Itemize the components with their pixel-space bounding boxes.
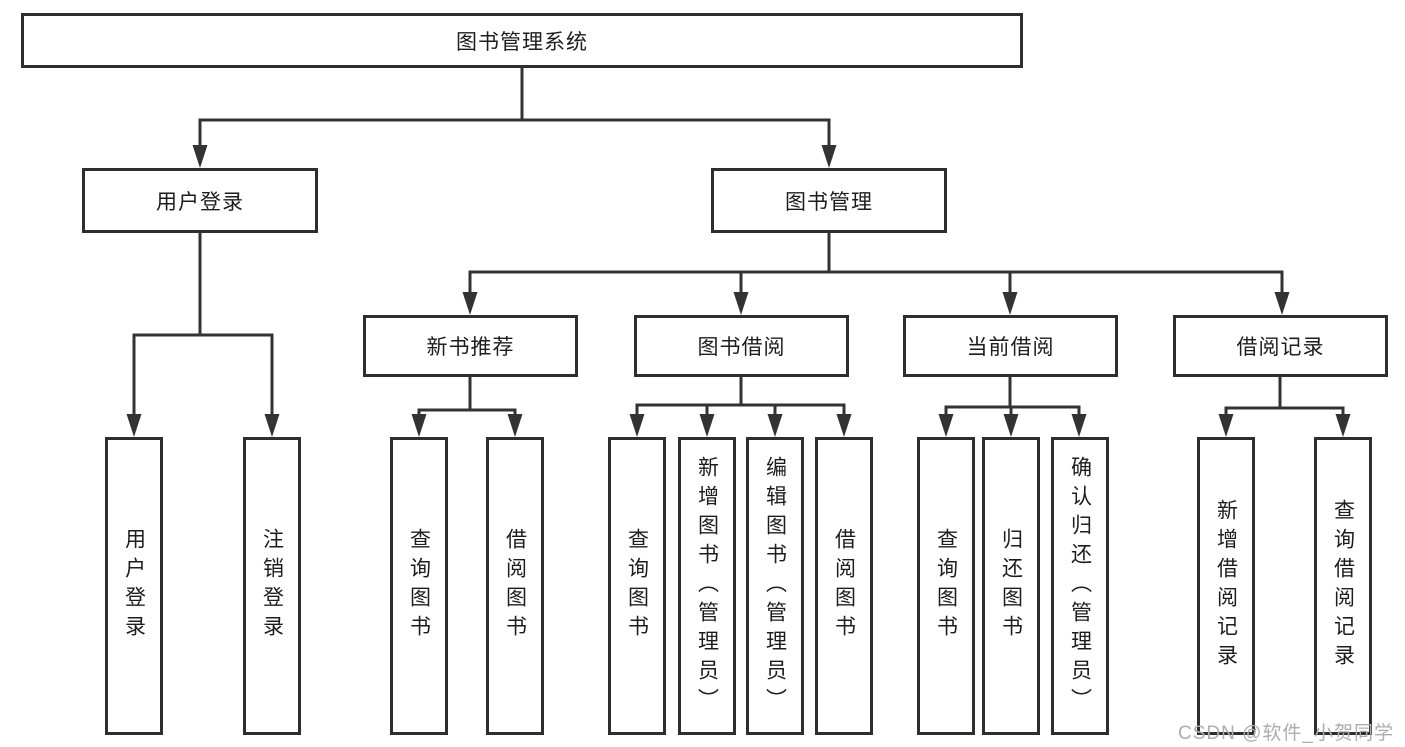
- arrowhead: [821, 145, 837, 168]
- arrowhead: [629, 414, 645, 437]
- node-label: 查询图书: [934, 528, 958, 644]
- node-label: 归还图书: [999, 528, 1023, 644]
- connector-user-login-children: [126, 231, 280, 437]
- connector-book-management-children: [462, 231, 1290, 315]
- node-label: 用户登录: [156, 190, 244, 214]
- node-label: 图书管理系统: [456, 30, 588, 54]
- node-user-login: 用户登录: [82, 168, 318, 233]
- leaf-current-return-book: 归还图书: [982, 437, 1040, 735]
- leaf-records-add-record: 新增借阅记录: [1197, 437, 1255, 735]
- node-label: 新增借阅记录: [1214, 499, 1238, 673]
- arrowhead: [1218, 414, 1234, 437]
- arrowhead: [1002, 292, 1018, 315]
- connector-borrow-records-children: [1218, 375, 1351, 437]
- arrowhead: [126, 414, 142, 437]
- arrowhead: [1071, 414, 1087, 437]
- node-current-borrow: 当前借阅: [903, 315, 1118, 377]
- node-label: 新增图书（管理员）: [695, 455, 719, 717]
- leaf-borrow-query-book: 查询图书: [608, 437, 666, 735]
- connector-current-borrow-children: [938, 375, 1087, 437]
- arrowhead: [411, 414, 427, 437]
- node-label: 注销登录: [260, 528, 284, 644]
- leaf-current-query-book: 查询图书: [917, 437, 975, 735]
- leaf-current-confirm-return-admin: 确认归还（管理员）: [1051, 437, 1109, 735]
- node-label: 用户登录: [122, 528, 146, 644]
- node-label: 图书管理: [785, 190, 873, 214]
- arrowhead: [836, 414, 852, 437]
- node-label: 当前借阅: [966, 336, 1055, 359]
- node-label: 借阅记录: [1236, 336, 1325, 359]
- leaf-records-query-record: 查询借阅记录: [1314, 437, 1372, 735]
- node-label: 查询图书: [407, 528, 431, 644]
- leaf-borrow-add-book-admin: 新增图书（管理员）: [678, 437, 736, 735]
- arrowhead: [192, 145, 208, 168]
- arrowhead: [938, 414, 954, 437]
- node-root-system: 图书管理系统: [21, 13, 1023, 68]
- leaf-borrow-edit-book-admin: 编辑图书（管理员）: [746, 437, 804, 735]
- csdn-watermark: CSDN @软件_小贺同学: [1178, 723, 1394, 744]
- node-book-management: 图书管理: [711, 168, 947, 233]
- leaf-user-login: 用户登录: [105, 437, 163, 735]
- node-label: 编辑图书（管理员）: [763, 455, 787, 717]
- node-label: 图书借阅: [697, 336, 786, 359]
- connector-root-to-level2: [192, 66, 837, 168]
- leaf-recommend-borrow-book: 借阅图书: [486, 437, 544, 735]
- leaf-logout: 注销登录: [243, 437, 301, 735]
- arrowhead: [1003, 414, 1019, 437]
- node-book-borrow: 图书借阅: [634, 315, 849, 377]
- arrowhead: [1274, 292, 1290, 315]
- node-label: 查询图书: [625, 528, 649, 644]
- connector-new-book-children: [411, 375, 523, 437]
- arrowhead: [462, 292, 478, 315]
- node-label: 借阅图书: [503, 528, 527, 644]
- node-label: 查询借阅记录: [1331, 499, 1355, 673]
- arrowhead: [733, 292, 749, 315]
- connector-book-borrow-children: [629, 375, 852, 437]
- node-label: 新书推荐: [426, 336, 515, 359]
- leaf-recommend-query-book: 查询图书: [390, 437, 448, 735]
- node-label: 借阅图书: [832, 528, 856, 644]
- arrowhead: [1335, 414, 1351, 437]
- node-new-book-recommend: 新书推荐: [363, 315, 578, 377]
- leaf-borrow-borrow-book: 借阅图书: [815, 437, 873, 735]
- node-label: 确认归还（管理员）: [1068, 455, 1092, 717]
- arrowhead: [507, 414, 523, 437]
- arrowhead: [767, 414, 783, 437]
- arrowhead: [699, 414, 715, 437]
- node-borrow-records: 借阅记录: [1173, 315, 1388, 377]
- arrowhead: [264, 414, 280, 437]
